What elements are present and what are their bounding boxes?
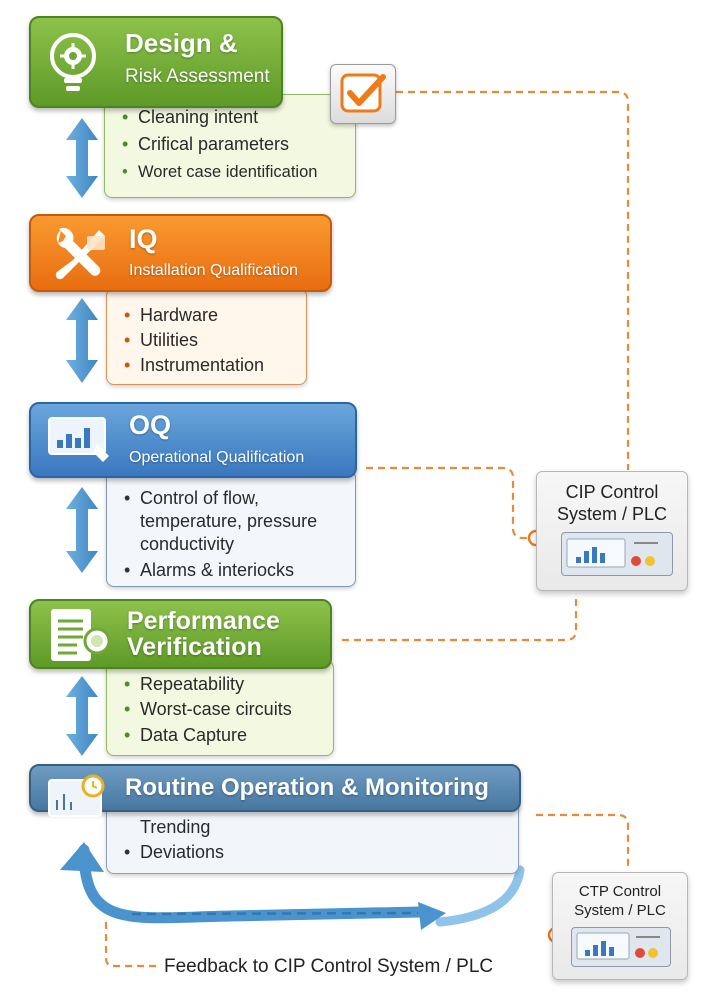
ctp-control-panel: CTP Control System / PLC: [552, 872, 688, 980]
double-arrow-4: [66, 676, 98, 756]
design-stage-title: Design &: [125, 28, 238, 58]
document-seal-icon: [47, 607, 117, 665]
connector-feedback-line: [104, 922, 158, 968]
connector-design-to-plc: [396, 90, 630, 470]
pv-stage-title: Performance: [127, 607, 280, 635]
connector-routine-to-ctp: [536, 813, 630, 868]
feedback-loop-arrow: [60, 842, 525, 930]
list-item: •Alarms & interiocks: [124, 560, 295, 580]
checkbox-checkmark-icon: [330, 64, 396, 124]
list-item: •Deviations: [124, 842, 225, 862]
double-arrow-2: [66, 298, 98, 383]
oq-stage-header: OQ Operational Qualification: [29, 402, 357, 478]
iq-stage-header: IQ Installation Qualification: [29, 214, 332, 292]
list-item: •Worst-case circuits: [124, 699, 292, 719]
list-item: •Repeatability: [124, 674, 245, 694]
cip-control-panel: CIP Control System / PLC: [536, 471, 688, 591]
list-item: Trending: [140, 817, 211, 837]
routine-stage-body: Trending •Deviations: [106, 800, 519, 874]
oq-stage-title: OQ: [129, 410, 172, 440]
routine-stage-header: Routine Operation & Monitoring: [29, 764, 521, 817]
iq-stage-subtitle: Installation Qualification: [129, 262, 298, 279]
list-item: •Woret case identification: [122, 163, 318, 181]
connector-pv-to-plc: [342, 595, 578, 642]
oq-stage-body: •Control of flow, temperature, pressure …: [106, 470, 356, 587]
trend-clock-icon: [47, 772, 113, 822]
double-arrow-1: [66, 118, 98, 198]
double-arrow-3: [66, 487, 98, 573]
cip-panel-title-line1: CIP Control: [565, 482, 659, 502]
ctp-panel-title-line1: CTP Control: [578, 883, 662, 900]
list-item: •Cleaning intent: [122, 107, 259, 127]
design-stage-header: Design & Risk Assessment: [29, 16, 283, 108]
list-item: •Crifical parameters: [122, 134, 290, 154]
list-item: •Control of flow,: [124, 488, 260, 508]
iq-stage-body: •Hardware •Utilities •Instrumentation: [106, 288, 307, 385]
plc-panel-icon: [571, 927, 671, 967]
oq-stage-subtitle: Operational Qualification: [129, 449, 305, 466]
pv-stage-subtitle: Verification: [127, 633, 262, 661]
list-item: •Data Capture: [124, 725, 248, 745]
cip-panel-title-line2: System / PLC: [556, 504, 668, 524]
design-stage-subtitle: Risk Assessment: [125, 66, 270, 87]
design-stage-body: •Cleaning intent •Crifical parameters •W…: [104, 94, 356, 198]
plc-panel-icon: [561, 532, 673, 576]
pv-stage-body: •Repeatability •Worst-case circuits •Dat…: [106, 660, 334, 756]
list-item: temperature, pressure: [140, 511, 318, 531]
connector-oq-to-plc: [366, 466, 531, 540]
wrench-screwdriver-icon: [47, 222, 111, 286]
list-item: •Utilities: [124, 330, 199, 350]
iq-stage-title: IQ: [129, 224, 158, 254]
ctp-panel-title-line2: System / PLC: [574, 902, 666, 919]
lightbulb-gear-icon: [43, 30, 103, 96]
list-item: •Hardware: [124, 305, 219, 325]
pv-stage-header: Performance Verification: [29, 599, 332, 669]
list-item: conductivity: [140, 534, 235, 554]
bar-chart-monitor-icon: [47, 414, 113, 466]
routine-stage-title: Routine Operation & Monitoring: [125, 774, 489, 801]
list-item: •Instrumentation: [124, 355, 265, 375]
feedback-label: Feedback to CIP Control System / PLC: [164, 956, 494, 977]
